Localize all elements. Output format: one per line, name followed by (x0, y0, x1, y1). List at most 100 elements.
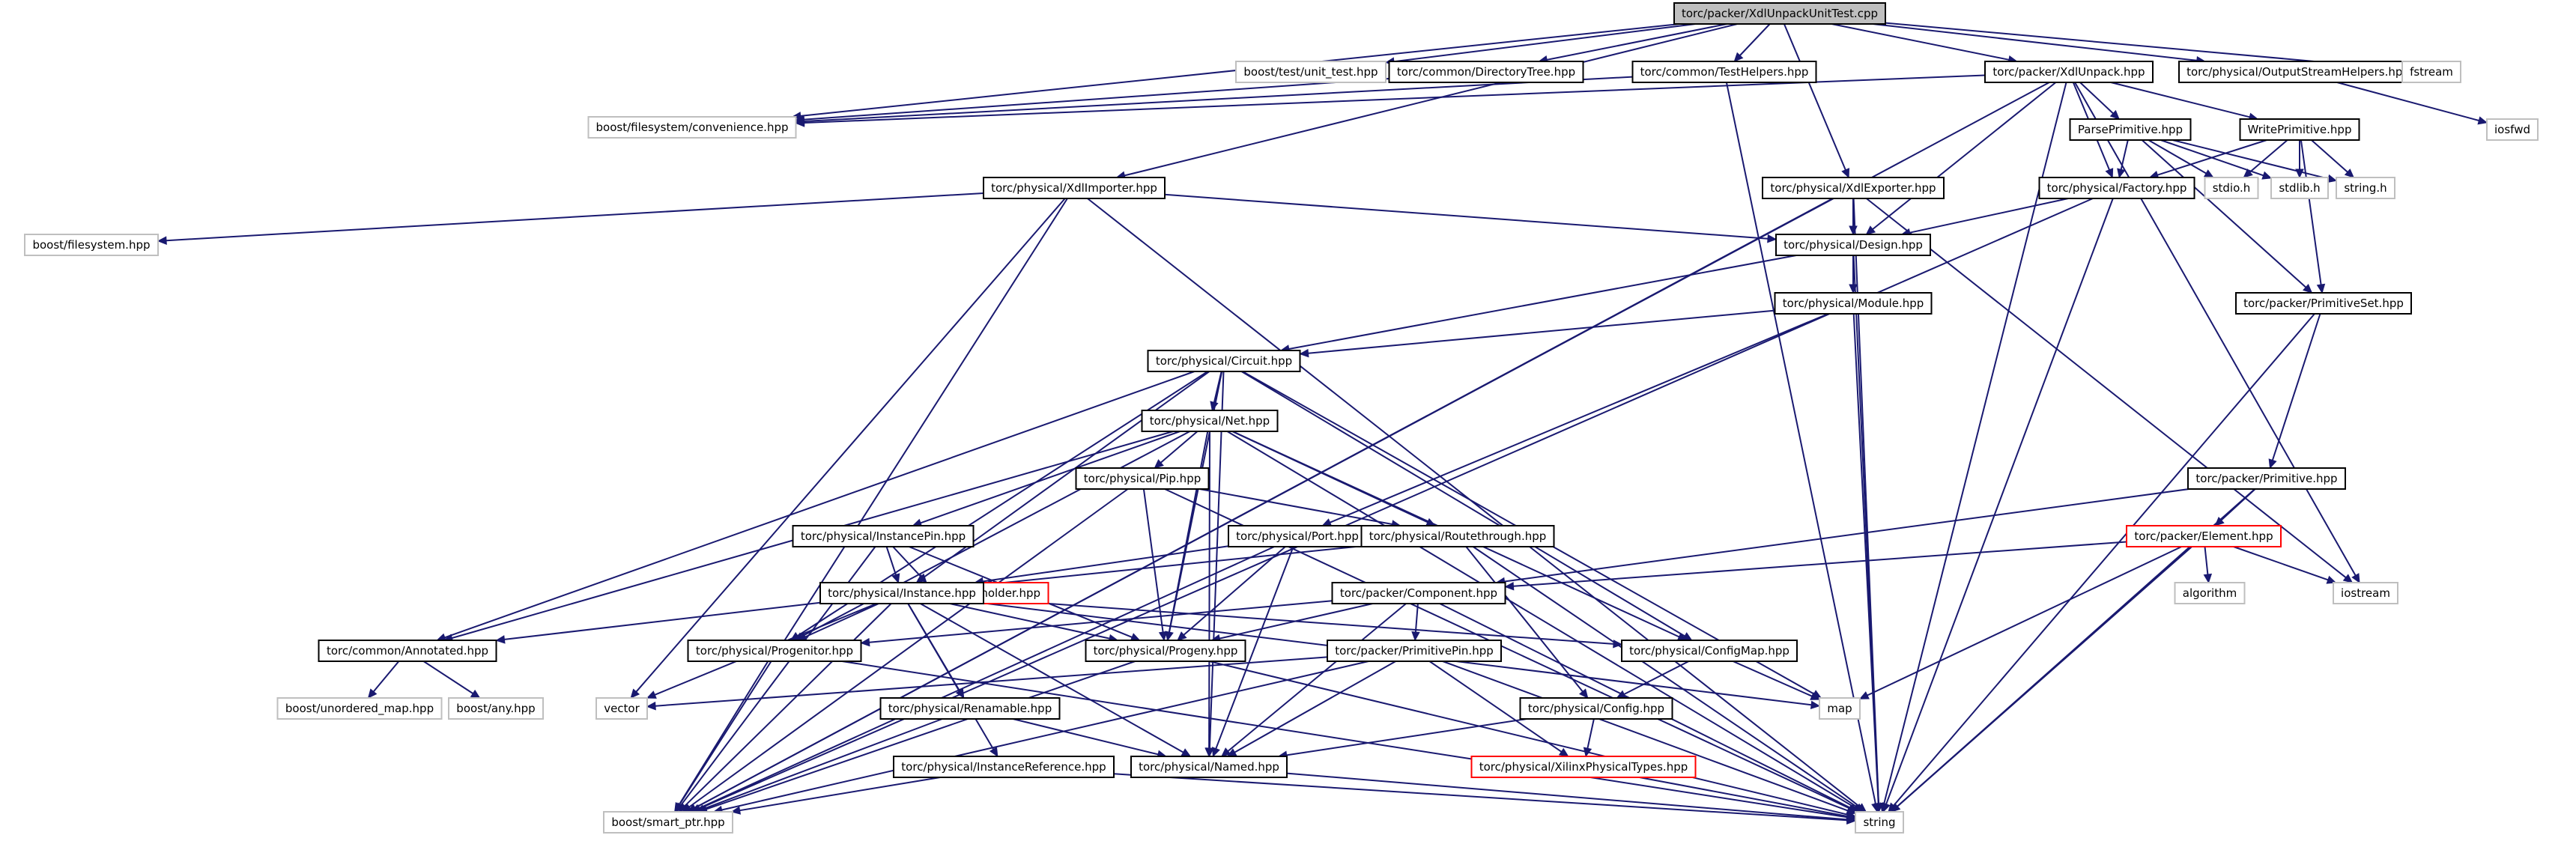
node-stringh[interactable]: string.h (2336, 177, 2395, 199)
edge-arrowhead (1204, 747, 1213, 758)
node-config[interactable]: torc/physical/Config.hpp (1519, 697, 1673, 720)
edge-line (869, 600, 1333, 643)
node-component[interactable]: torc/packer/Component.hpp (1331, 582, 1506, 604)
node-routethrough[interactable]: torc/physical/Routethrough.hpp (1360, 525, 1555, 547)
node-box (2069, 118, 2192, 141)
node-label: torc/common/Annotated.hpp (327, 644, 488, 658)
node-xdlexporter[interactable]: torc/physical/XdlExporter.hpp (1762, 177, 1945, 199)
node-box (2270, 177, 2329, 199)
node-iostream[interactable]: iostream (2333, 582, 2398, 604)
node-any[interactable]: boost/any.hpp (448, 697, 544, 720)
edge-line (1872, 82, 2057, 230)
node-stdio[interactable]: stdio.h (2204, 177, 2259, 199)
node-unordered[interactable]: boost/unordered_map.hpp (276, 697, 443, 720)
node-primset[interactable]: torc/packer/PrimitiveSet.hpp (2235, 292, 2412, 315)
node-label: boost/any.hpp (456, 702, 535, 715)
node-algorithm[interactable]: algorithm (2174, 582, 2246, 604)
node-progeny[interactable]: torc/physical/Progeny.hpp (1085, 640, 1246, 662)
edge-arrowhead (795, 118, 805, 127)
node-fsconv[interactable]: boost/filesystem/convenience.hpp (587, 116, 797, 139)
edge-line (2120, 139, 2129, 170)
edge-component-to-named (1220, 603, 1407, 757)
node-bfs[interactable]: boost/filesystem.hpp (24, 234, 159, 256)
node-label: torc/packer/Primitive.hpp (2195, 472, 2337, 485)
edge-component-to-primpin (1411, 603, 1420, 642)
edge-line (1142, 488, 1164, 633)
node-primitive[interactable]: torc/packer/Primitive.hpp (2187, 467, 2346, 490)
node-port[interactable]: torc/physical/Port.hpp (1228, 525, 1367, 547)
node-annotated[interactable]: torc/common/Annotated.hpp (318, 640, 497, 662)
edge-arrowhead (1411, 631, 1420, 642)
edge-progeny-to-smartptr (697, 661, 1136, 813)
node-map[interactable]: map (1819, 697, 1861, 720)
node-label: map (1827, 702, 1852, 715)
node-fstream[interactable]: fstream (2401, 61, 2461, 83)
node-design[interactable]: torc/physical/Design.hpp (1775, 234, 1931, 256)
node-element[interactable]: torc/packer/Element.hpp (2126, 525, 2282, 547)
node-stdlib[interactable]: stdlib.h (2270, 177, 2329, 199)
node-instref[interactable]: torc/physical/InstanceReference.hpp (893, 756, 1115, 778)
node-module[interactable]: torc/physical/Module.hpp (1774, 292, 1933, 315)
node-box (1331, 582, 1506, 604)
node-label: torc/physical/Config.hpp (1528, 702, 1664, 715)
node-smartptr[interactable]: boost/smart_ptr.hpp (603, 811, 733, 834)
edge-line (1215, 546, 1294, 750)
edge-arrowhead (2316, 283, 2326, 294)
node-box (2401, 61, 2461, 83)
edge-line (2300, 139, 2322, 285)
edge-primpin-to-string (1442, 661, 1857, 815)
node-unit_test[interactable]: boost/test/unit_test.hpp (1235, 61, 1387, 83)
edge-arrowhead (470, 689, 481, 699)
node-layer: torc/packer/XdlUnpackUnitTest.cpp boost/t… (24, 2, 2539, 834)
edge-component-to-progenitor (860, 600, 1333, 647)
node-dirtree[interactable]: torc/common/DirectoryTree.hpp (1388, 61, 1584, 83)
node-label: iosfwd (2494, 123, 2530, 136)
node-progenitor[interactable]: torc/physical/Progenitor.hpp (687, 640, 862, 662)
node-instancepin[interactable]: torc/physical/InstancePin.hpp (792, 525, 975, 547)
edge-arrowhead (1154, 459, 1164, 469)
node-writeprim[interactable]: WritePrimitive.hpp (2239, 118, 2360, 141)
node-factory[interactable]: torc/physical/Factory.hpp (2038, 177, 2195, 199)
edge-annotated-to-unordered (367, 661, 400, 699)
edge-arrowhead (1873, 803, 1883, 813)
node-renamable[interactable]: torc/physical/Renamable.hpp (879, 697, 1061, 720)
edge-line (1866, 198, 2347, 578)
node-net[interactable]: torc/physical/Net.hpp (1141, 410, 1279, 432)
node-label: torc/packer/Component.hpp (1340, 586, 1497, 600)
node-pip[interactable]: torc/physical/Pip.hpp (1075, 467, 1210, 490)
node-configmap[interactable]: torc/physical/ConfigMap.hpp (1621, 640, 1798, 662)
node-parseprim[interactable]: ParsePrimitive.hpp (2069, 118, 2192, 141)
node-label: torc/physical/XdlExporter.hpp (1770, 181, 1936, 195)
edge-arrowhead (2117, 168, 2126, 179)
edge-line (1286, 718, 1527, 756)
node-circuit[interactable]: torc/physical/Circuit.hpp (1147, 350, 1301, 372)
node-root[interactable]: torc/packer/XdlUnpackUnitTest.cpp (1673, 2, 1886, 25)
edge-annotated-to-any (422, 661, 481, 699)
node-testhelpers[interactable]: torc/common/TestHelpers.hpp (1631, 61, 1817, 83)
node-iosfwd[interactable]: iosfwd (2486, 118, 2539, 141)
node-vector[interactable]: vector (595, 697, 648, 720)
edge-writeprim-to-primset (2300, 139, 2326, 294)
edge-line (1330, 313, 1828, 523)
node-box (24, 234, 159, 256)
edge-design-to-circuit (1279, 255, 1797, 353)
edge-line (680, 546, 876, 806)
node-box (1085, 640, 1246, 662)
edge-primpin-to-smartptr (712, 661, 1369, 815)
edge-line (907, 603, 995, 750)
node-instance[interactable]: torc/physical/Instance.hpp (819, 582, 984, 604)
edge-instancepin-to-instance (885, 546, 900, 584)
edge-arrowhead (157, 236, 167, 245)
edge-net-to-pip (1154, 431, 1198, 469)
node-label: torc/physical/Module.hpp (1783, 297, 1924, 310)
node-xdlunpack[interactable]: torc/packer/XdlUnpack.hpp (1984, 61, 2154, 83)
node-xdlimporter[interactable]: torc/physical/XdlImporter.hpp (983, 177, 1166, 199)
node-named[interactable]: torc/physical/Named.hpp (1130, 756, 1288, 778)
edge-arrowhead (2326, 575, 2337, 584)
edge-arrowhead (2268, 458, 2277, 470)
node-xilinxtypes[interactable]: torc/physical/XilinxPhysicalTypes.hpp (1470, 756, 1697, 778)
node-string[interactable]: string (1855, 811, 1904, 834)
node-osh[interactable]: torc/physical/OutputStreamHelpers.hpp (2178, 61, 2418, 83)
edge-line (684, 603, 892, 807)
node-primpin[interactable]: torc/packer/PrimitivePin.hpp (1327, 640, 1502, 662)
